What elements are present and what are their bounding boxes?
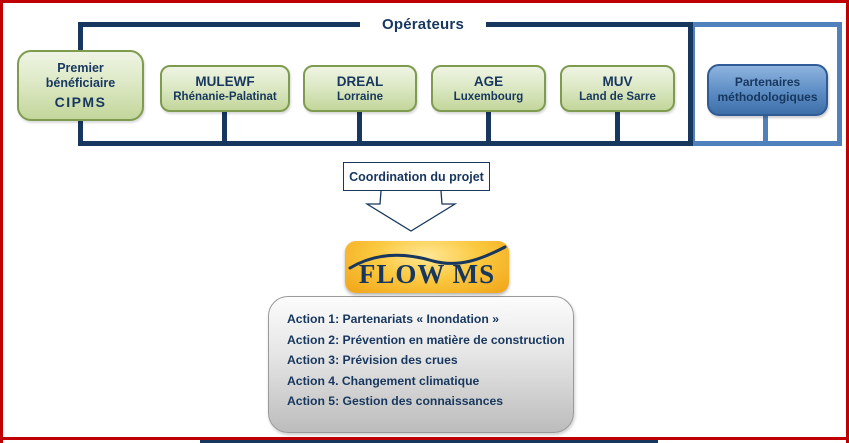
operator-box-muv: MUV Land de Sarre (560, 65, 675, 112)
action-item-3: Action 3: Prévision des crues (287, 353, 458, 367)
connector-partners (763, 113, 768, 146)
connector-muv (615, 110, 620, 146)
partners-box-line2: méthodologiques (717, 90, 818, 104)
operator-box-dreal-name: DREAL (336, 73, 384, 89)
operator-box-mulewf: MULEWF Rhénanie-Palatinat (160, 65, 290, 112)
operator-box-cipms-line1: Premier (57, 60, 104, 75)
bottom-navy-line (200, 440, 658, 443)
action-item-5: Action 5: Gestion des connaissances (287, 394, 504, 408)
wave-icon (348, 245, 507, 270)
partners-box-line1: Partenaires (734, 75, 801, 89)
operator-box-mulewf-name: MULEWF (195, 73, 255, 89)
actions-box: Action 1: Partenariats « Inondation » Ac… (268, 296, 574, 433)
down-arrow-icon (364, 190, 458, 232)
action-item-1: Action 1: Partenariats « Inondation » (287, 312, 499, 326)
operator-box-age-region: Luxembourg (453, 90, 524, 103)
action-item-4: Action 4. Changement climatique (287, 373, 480, 388)
operator-box-dreal: DREAL Lorraine (303, 65, 417, 112)
operator-box-cipms-name: CIPMS (54, 93, 107, 110)
operator-box-mulewf-region: Rhénanie-Palatinat (173, 90, 277, 103)
red-border-bottom (3, 437, 846, 440)
operator-box-muv-region: Land de Sarre (579, 90, 656, 103)
operators-group-title: Opérateurs (360, 15, 486, 35)
flowms-logo: FLOW MS (345, 241, 509, 293)
connector-age (486, 110, 491, 146)
operator-box-age: AGE Luxembourg (431, 65, 546, 112)
operator-box-cipms-line2: bénéficiaire (45, 75, 116, 90)
operator-box-dreal-region: Lorraine (336, 90, 383, 103)
operator-box-muv-name: MUV (602, 73, 633, 89)
operator-box-cipms: Premier bénéficiaire CIPMS (17, 50, 144, 121)
coordination-label: Coordination du projet (349, 169, 484, 184)
partners-box: Partenaires méthodologiques (707, 64, 828, 116)
connector-mulewf (222, 110, 227, 146)
action-item-2: Action 2: Prévention en matière de const… (287, 332, 565, 347)
coordination-box: Coordination du projet (343, 162, 490, 191)
flowms-logo-text: FLOW MS (358, 259, 496, 289)
actions-list: Action 1: Partenariats « Inondation » Ac… (269, 297, 573, 412)
operator-box-age-name: AGE (473, 73, 504, 89)
connector-dreal (357, 110, 362, 146)
